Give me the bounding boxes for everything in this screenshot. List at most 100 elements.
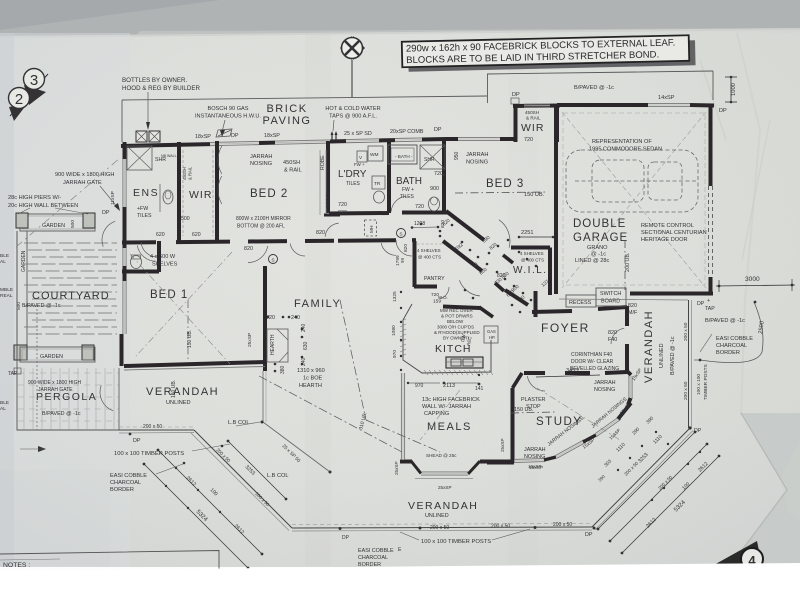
svg-text:GARDEN: GARDEN <box>21 250 27 272</box>
svg-text:900 WIDE x 1800 HIGH: 900 WIDE x 1800 HIGH <box>55 172 114 178</box>
svg-text:DOOR W/- CLEAR: DOOR W/- CLEAR <box>571 359 614 365</box>
svg-text:1080: 1080 <box>391 325 397 336</box>
svg-text:820: 820 <box>500 271 510 281</box>
svg-text:100 x 100 TIMBER POSTS: 100 x 100 TIMBER POSTS <box>421 539 491 545</box>
svg-text:L.B COL: L.B COL <box>267 473 288 479</box>
svg-text:100: 100 <box>681 481 691 491</box>
svg-text:@ 400 CTS: @ 400 CTS <box>521 258 544 263</box>
svg-text:HP.: HP. <box>489 335 495 340</box>
svg-text:99: 99 <box>400 258 405 263</box>
svg-text:500: 500 <box>16 302 22 310</box>
svg-text:CAPPING: CAPPING <box>424 411 449 417</box>
svg-text:1799: 1799 <box>395 255 401 266</box>
svg-text:620: 620 <box>192 232 201 238</box>
svg-text:HERITAGE DOOR: HERITAGE DOOR <box>641 237 688 243</box>
svg-text:STUDY: STUDY <box>536 416 582 428</box>
svg-text:200 x 50: 200 x 50 <box>430 525 449 531</box>
svg-text:18xSP: 18xSP <box>195 134 211 140</box>
svg-text:F40: F40 <box>608 337 617 343</box>
svg-text:450SH: 450SH <box>182 167 187 180</box>
svg-text:1208: 1208 <box>414 221 425 227</box>
svg-text:290: 290 <box>631 426 641 436</box>
svg-text:KITCH: KITCH <box>435 343 472 355</box>
svg-text:B/PAVED @ -1c: B/PAVED @ -1c <box>705 318 745 324</box>
svg-text:1000: 1000 <box>731 83 737 96</box>
svg-text:2: 2 <box>15 91 23 108</box>
svg-text:GAS: GAS <box>487 329 496 334</box>
svg-text:820: 820 <box>628 303 637 309</box>
svg-text:620: 620 <box>505 289 515 299</box>
svg-text:HEARTH: HEARTH <box>299 383 322 389</box>
svg-text:JARRAH GATE: JARRAH GATE <box>38 387 73 393</box>
svg-text:RECESS: RECESS <box>569 300 592 306</box>
svg-text:INSTANTANEOUS H.W.U.: INSTANTANEOUS H.W.U. <box>195 114 261 120</box>
svg-text:WM: WM <box>370 152 379 158</box>
svg-text:2500: 2500 <box>758 321 766 335</box>
svg-text:15xSP: 15xSP <box>529 465 543 471</box>
svg-text:L'DRY: L'DRY <box>338 169 367 180</box>
svg-text:1310 x 960: 1310 x 960 <box>297 368 325 374</box>
svg-text:900: 900 <box>430 186 439 192</box>
svg-text:DOUBLE: DOUBLE <box>573 218 626 230</box>
svg-text:MBLE: MBLE <box>0 287 13 293</box>
svg-text:B/PAVED @ -1c: B/PAVED @ -1c <box>22 303 61 309</box>
svg-text:820: 820 <box>497 273 506 279</box>
svg-text:BOTTLES BY OWNER.: BOTTLES BY OWNER. <box>122 77 187 84</box>
svg-text:EASI COBBLE: EASI COBBLE <box>358 548 394 554</box>
svg-text:LINED @ 28c: LINED @ 28c <box>575 258 609 264</box>
svg-text:310 UB.: 310 UB. <box>358 412 368 431</box>
svg-text:390: 390 <box>597 474 606 483</box>
svg-text:BATH: BATH <box>396 176 422 187</box>
svg-text:380: 380 <box>280 365 286 374</box>
svg-text:TILES: TILES <box>137 213 152 219</box>
svg-text:DP: DP <box>434 127 442 133</box>
svg-text:PANTRY: PANTRY <box>424 276 445 282</box>
svg-text:970: 970 <box>415 383 424 389</box>
svg-text:100: 100 <box>209 487 219 497</box>
svg-text:2113: 2113 <box>443 383 455 389</box>
svg-text:1110: 1110 <box>615 442 627 454</box>
svg-text:JARRAH GATE: JARRAH GATE <box>63 180 102 186</box>
svg-text:820: 820 <box>608 330 617 336</box>
svg-text:JARRAH: JARRAH <box>524 447 546 453</box>
svg-text:B/PAVED @ -1c: B/PAVED @ -1c <box>574 85 614 91</box>
svg-text:& RAIL: & RAIL <box>284 168 302 174</box>
svg-text:@ -1c: @ -1c <box>591 252 606 258</box>
svg-text:S: S <box>271 258 274 264</box>
svg-text:200 x 50: 200 x 50 <box>683 322 689 341</box>
svg-text:VERANDAH: VERANDAH <box>408 500 478 512</box>
svg-text:150 UB.: 150 UB. <box>514 407 533 413</box>
svg-text:CHARCOAL: CHARCOAL <box>358 555 388 561</box>
svg-text:240: 240 <box>301 323 307 332</box>
svg-text:141: 141 <box>475 386 484 392</box>
svg-text:BED 3: BED 3 <box>486 178 524 190</box>
svg-text:730: 730 <box>493 277 503 287</box>
svg-text:820: 820 <box>488 242 498 252</box>
svg-text:GARDEN: GARDEN <box>42 223 65 229</box>
svg-text:DP: DP <box>719 108 727 114</box>
svg-text:11xSP: 11xSP <box>110 191 116 205</box>
svg-text:BOTTOM @ 200 AFL: BOTTOM @ 200 AFL <box>237 224 285 230</box>
svg-text:DP: DP <box>342 535 350 541</box>
svg-text:WIR: WIR <box>189 189 212 201</box>
svg-text:240: 240 <box>301 357 307 366</box>
svg-text:450SH: 450SH <box>525 110 539 115</box>
svg-text:COURTYARD: COURTYARD <box>32 290 110 302</box>
svg-text:720: 720 <box>524 137 533 143</box>
svg-text:13c HIGH FACEBRICK: 13c HIGH FACEBRICK <box>422 397 480 403</box>
svg-text:14xSP: 14xSP <box>658 95 675 101</box>
svg-text:B/PAVED @ -1c: B/PAVED @ -1c <box>42 411 81 417</box>
svg-text:MH: MH <box>369 225 375 233</box>
svg-text:25 x SP SD: 25 x SP SD <box>344 131 372 137</box>
svg-text:900: 900 <box>510 284 520 294</box>
svg-text:2251: 2251 <box>521 230 533 236</box>
svg-text:NOTES :: NOTES : <box>3 562 30 569</box>
svg-text:DP: DP <box>102 210 110 216</box>
svg-text:NOSING: NOSING <box>524 454 545 460</box>
svg-text:820: 820 <box>440 220 446 228</box>
svg-text:390: 390 <box>645 415 655 425</box>
svg-text:4 x 600 W: 4 x 600 W <box>150 254 176 260</box>
svg-text:+FW: +FW <box>137 206 148 212</box>
svg-text:25xSP: 25xSP <box>247 333 253 347</box>
svg-text:BOSCH 90 GAS: BOSCH 90 GAS <box>207 106 248 112</box>
